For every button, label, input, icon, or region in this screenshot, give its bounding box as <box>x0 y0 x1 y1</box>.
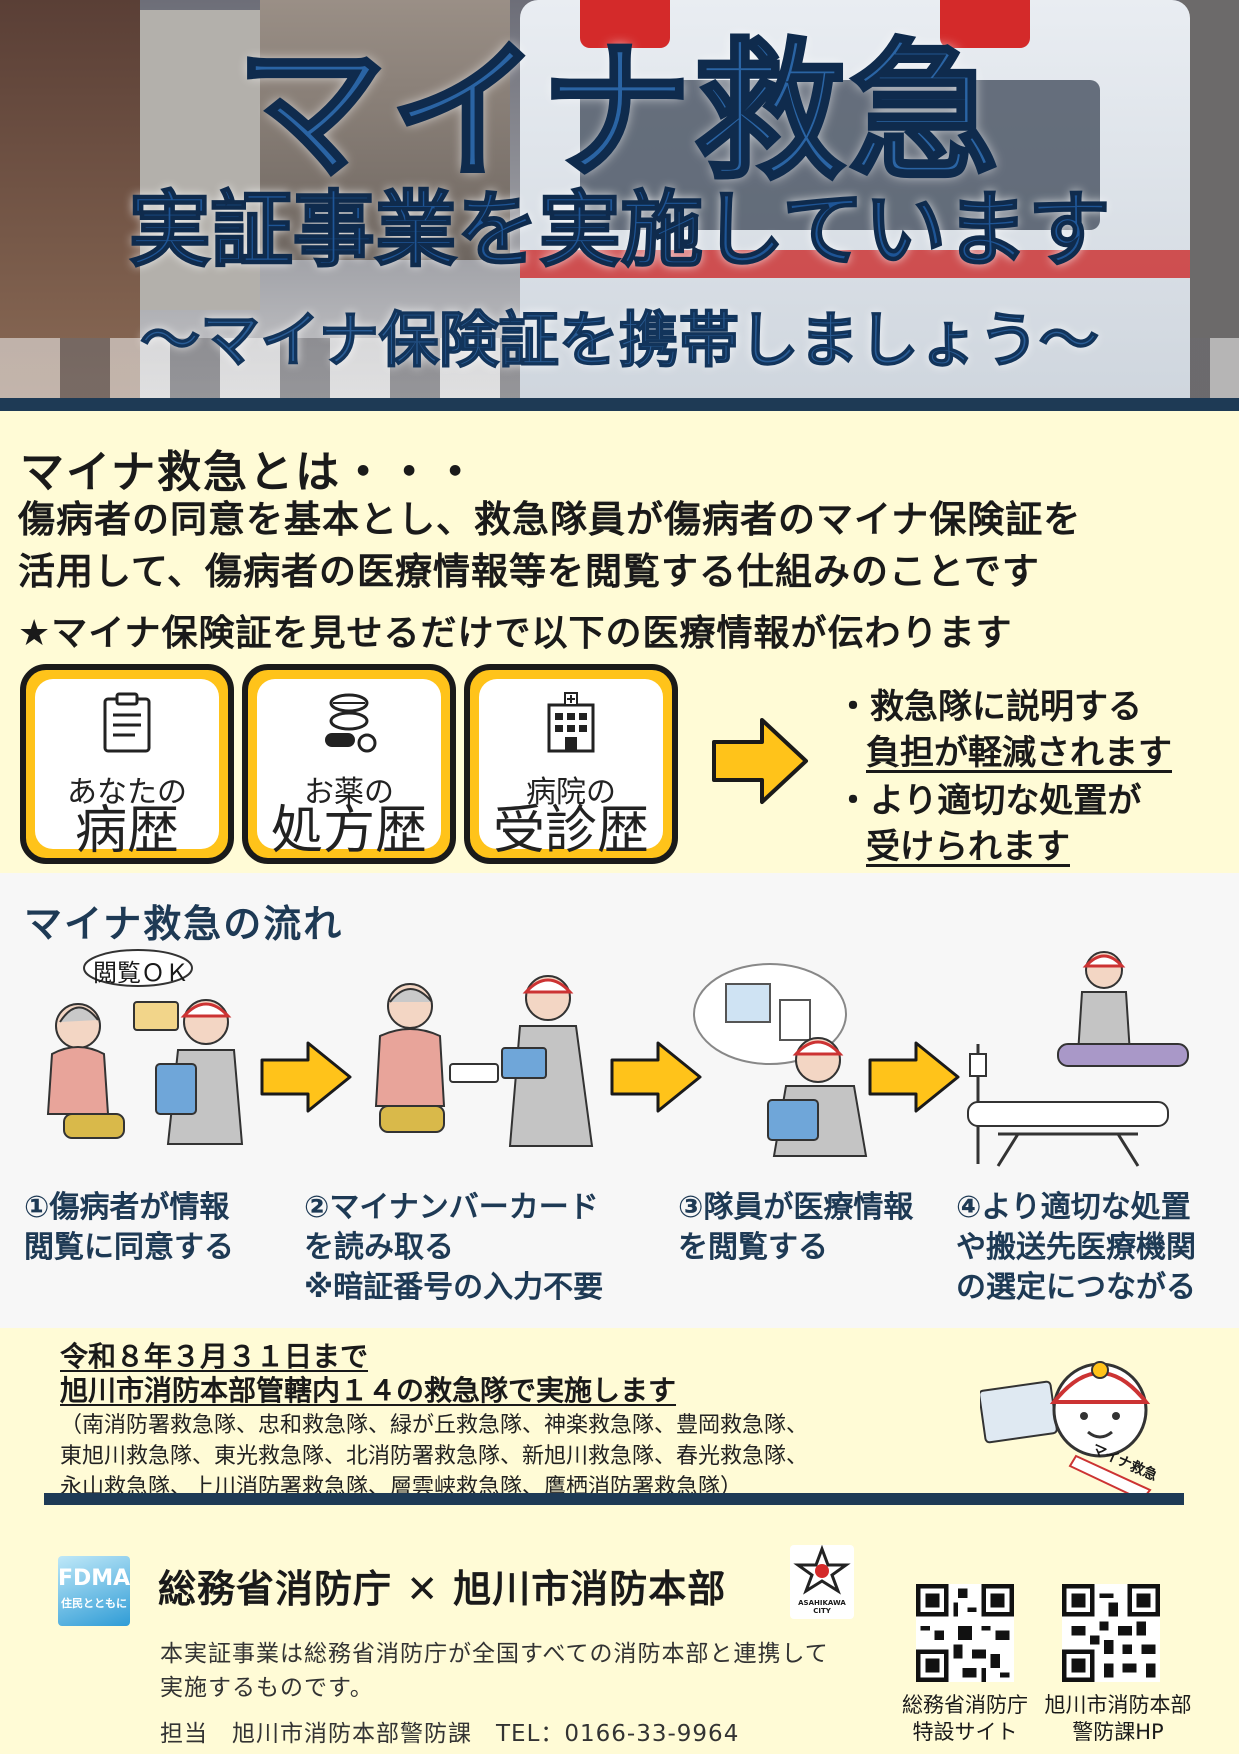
star-line: ★マイナ保険証を見せるだけで以下の医療情報が伝わります <box>18 613 1013 654</box>
card-label-large: 処方歴 <box>270 801 427 861</box>
qr-caption-fdma: 総務省消防庁 特設サイト <box>902 1693 1028 1744</box>
card-prescription-history: お薬の 処方歴 <box>242 664 456 864</box>
building <box>140 10 260 310</box>
city-emblem-icon <box>793 1544 851 1595</box>
hero-subtitle: 実証事業を実施しています <box>128 183 1112 278</box>
flow-arrow-icon <box>260 1041 352 1113</box>
about-description: 傷病者の同意を基本とし、救急隊員が傷病者のマイナ保険証を 活用して、傷病者の医療… <box>18 498 1082 593</box>
hero-tagline: ～マイナ保険証を携帯しましょう～ <box>139 305 1099 377</box>
benefit-appropriate-treatment: ・より適切な処置が 受けられます <box>836 781 1142 867</box>
qr-code-fdma[interactable] <box>916 1584 1014 1682</box>
card-label-small: あなたの <box>67 775 187 810</box>
illustration-card-reading <box>374 975 594 1147</box>
deadline-text: 令和８年３月３１日まで <box>60 1340 369 1373</box>
card-label-large: 受診歴 <box>492 801 649 861</box>
illustration-consent <box>46 949 244 1145</box>
building <box>260 0 510 260</box>
qr-code-asahikawa[interactable] <box>1062 1584 1160 1682</box>
illustration-treatment <box>967 951 1189 1167</box>
flow-step-2: ②マイナンバーカード を読み取る ※暗証番号の入力不要 <box>304 1190 604 1305</box>
medicine-icon <box>325 693 377 753</box>
qr-caption-asahikawa: 旭川市消防本部 警防課HP <box>1044 1693 1192 1744</box>
divider-bar <box>0 398 1239 411</box>
clipboard-icon <box>103 692 151 753</box>
hospital-icon <box>547 692 595 753</box>
flow-step-4: ④より適切な処置 や搬送先医療機関 の選定につながる <box>956 1190 1196 1305</box>
divider-bar <box>44 1493 1184 1505</box>
flow-arrow-icon <box>610 1041 702 1113</box>
flow-step-1: ①傷病者が情報 閲覧に同意する <box>24 1190 234 1265</box>
right-arrow-icon <box>712 718 808 804</box>
flow-heading: マイナ救急の流れ <box>24 902 344 946</box>
card-label-large: 病歴 <box>74 801 179 861</box>
hero-title: マイナ救急 <box>234 26 1003 200</box>
asahikawa-city-logo: ASAHIKAWA CITY <box>790 1544 854 1619</box>
ambulance-photo <box>520 0 1190 398</box>
flow-step-3: ③隊員が医療情報 を閲覧する <box>678 1190 914 1265</box>
benefit-reduced-burden: ・救急隊に説明する 負担が軽減されます <box>836 687 1172 773</box>
consent-bubble: 閲覧ＯＫ <box>93 959 189 987</box>
schedule-info: 令和８年３月３１日まで 旭川市消防本部管轄内１４の救急隊で実施します <box>60 1340 676 1408</box>
fdma-logo: FDMA 住民とともに <box>58 1556 130 1626</box>
team-list: （南消防署救急隊、忠和救急隊、緑が丘救急隊、神楽救急隊、豊岡救急隊、 東旭川救急… <box>60 1413 809 1500</box>
hero-banner: マイナ救急 実証事業を実施しています ～マイナ保険証を携帯しましょう～ <box>0 0 1239 398</box>
card-consultation-history: 病院の 受診歴 <box>464 664 678 864</box>
contact-info: 担当 旭川市消防本部警防課 TEL：0166-33-9964 <box>160 1721 740 1747</box>
organizations: 総務省消防庁 ✕ 旭川市消防本部 <box>158 1567 727 1611</box>
building-left <box>0 0 140 398</box>
card-label-small: 病院の <box>526 775 616 810</box>
card-medical-history: あなたの 病歴 <box>20 664 234 864</box>
illustration-viewing-info <box>693 963 868 1157</box>
flow-arrow-icon <box>868 1041 960 1113</box>
card-label-small: お薬の <box>304 775 394 810</box>
footer-note: 本実証事業は総務省消防庁が全国すべての消防本部と連携して 実施するものです。 <box>160 1641 829 1701</box>
about-heading: マイナ救急とは・・・ <box>20 447 480 498</box>
scope-text: 旭川市消防本部管轄内１４の救急隊で実施します <box>60 1374 677 1407</box>
mascot-illustration <box>980 1361 1152 1500</box>
